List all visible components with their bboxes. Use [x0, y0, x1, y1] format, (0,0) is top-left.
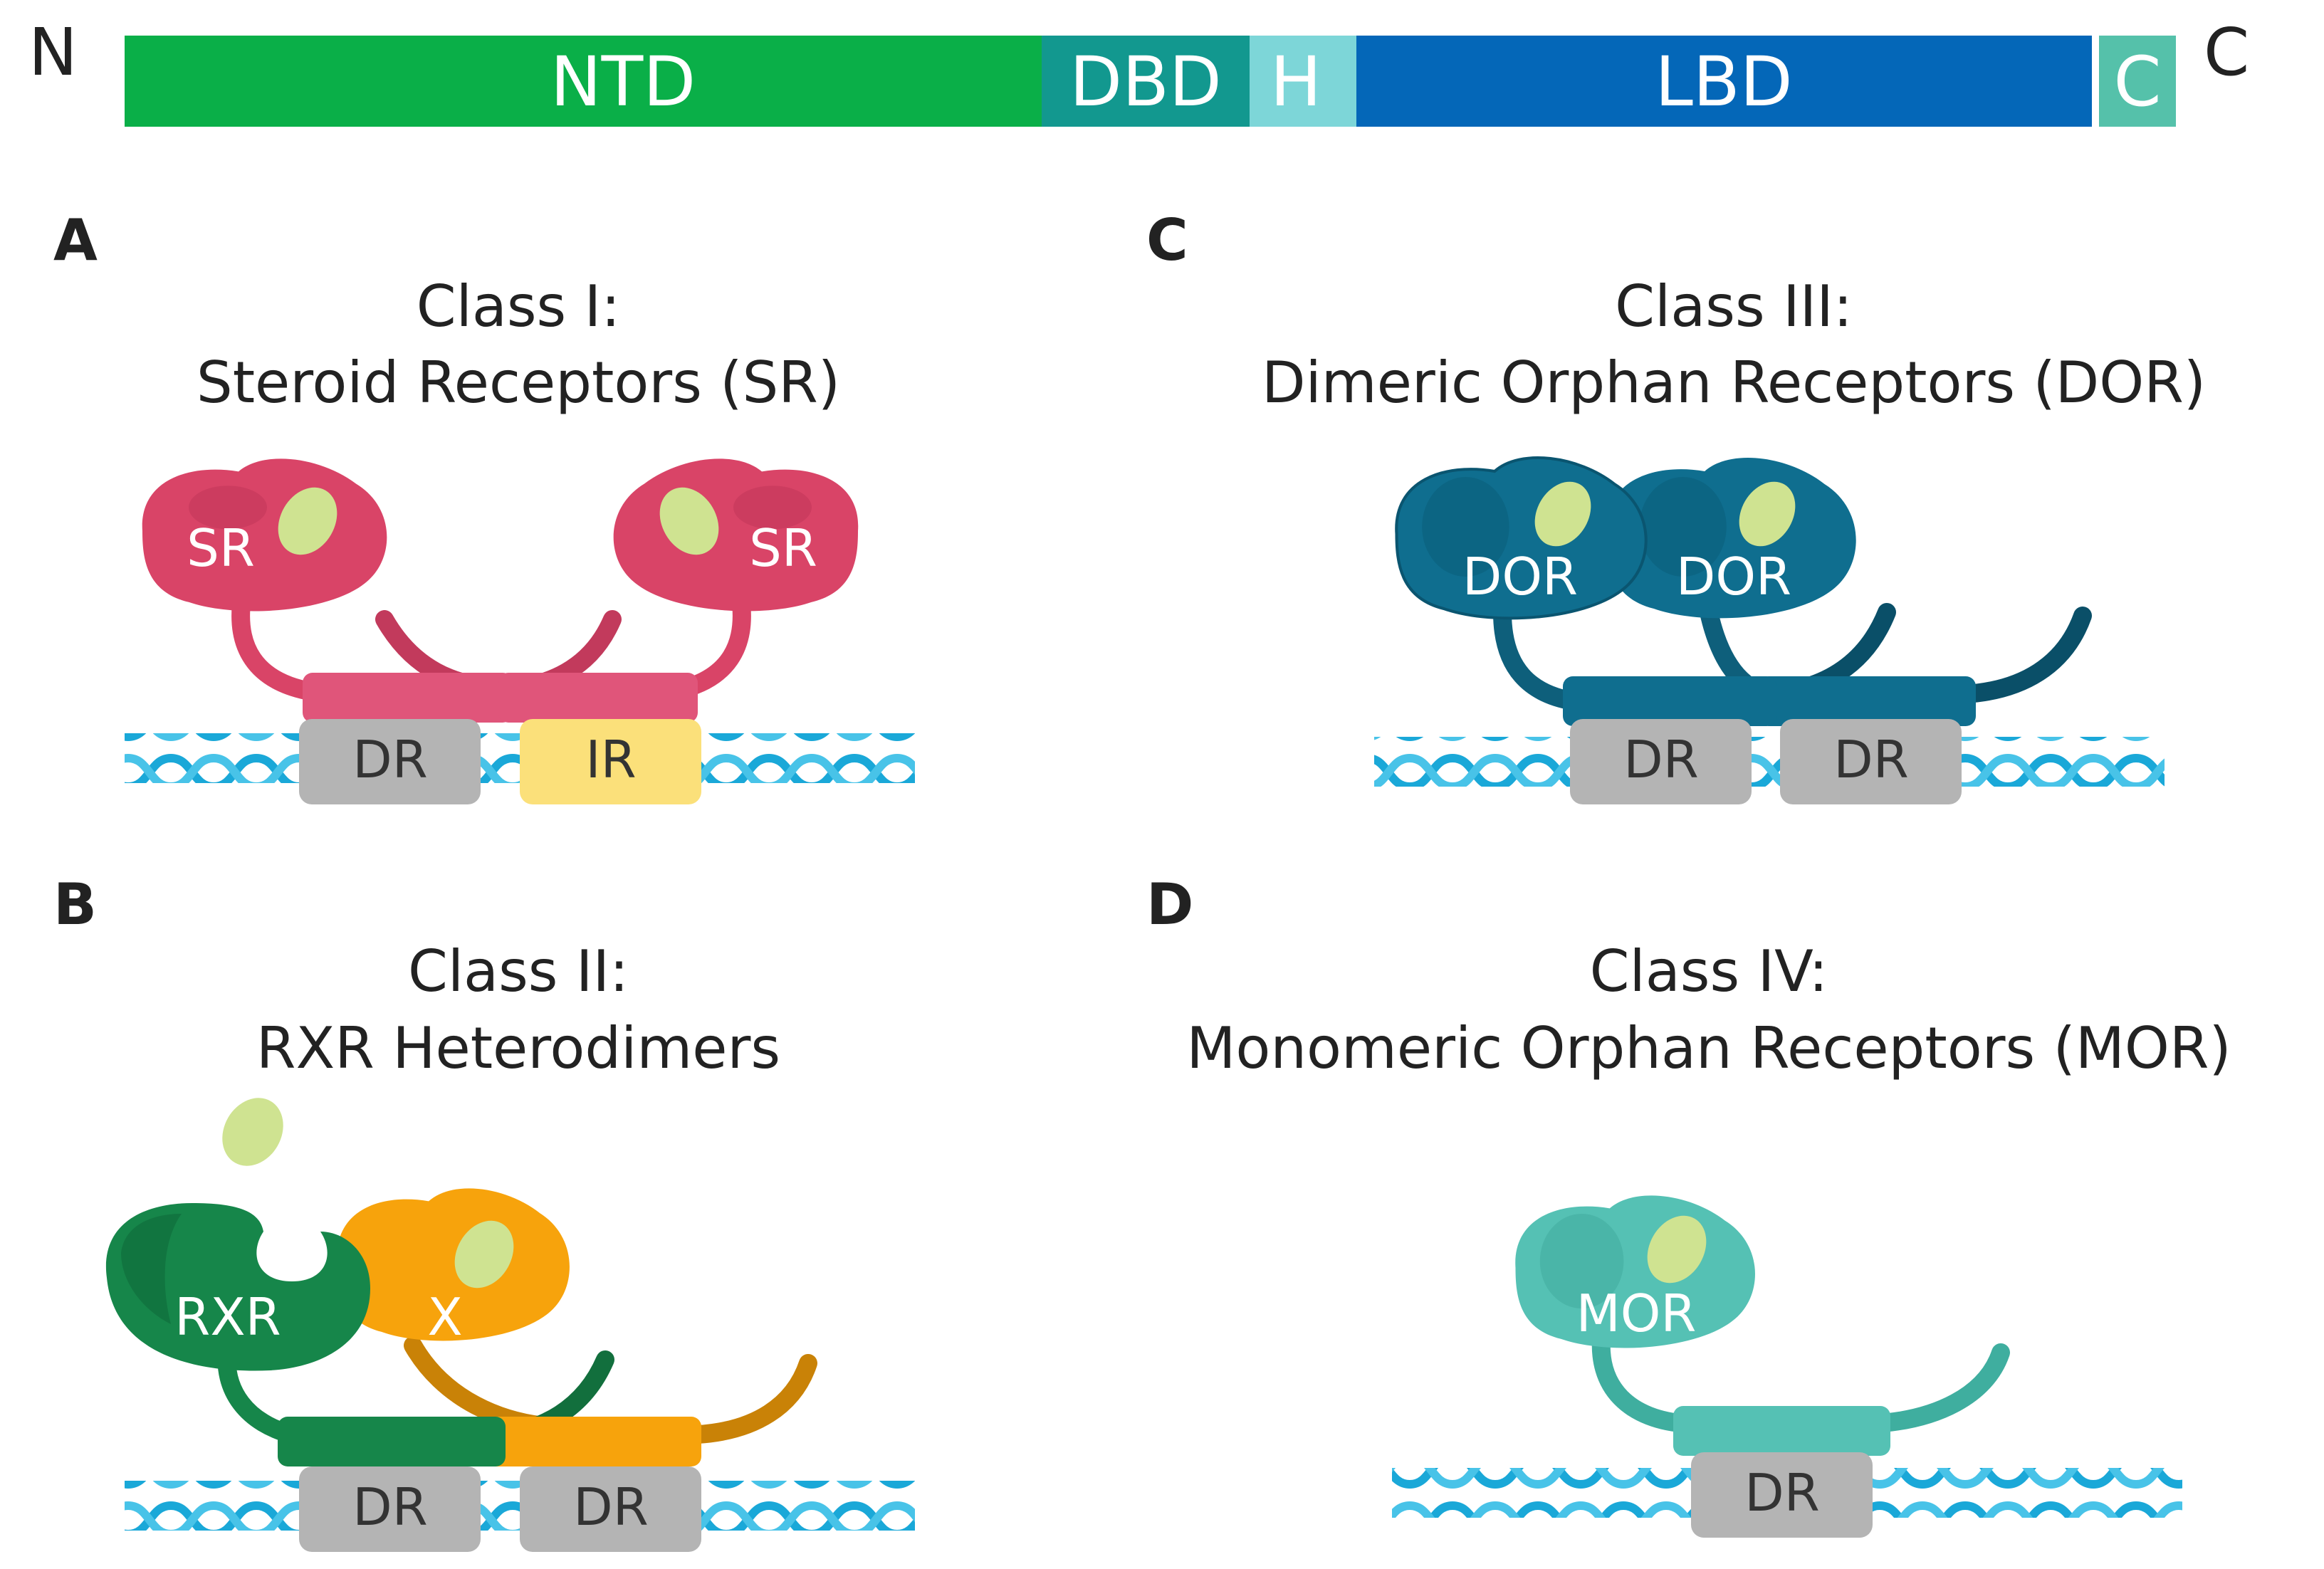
domain-segment-hinge: H — [1250, 36, 1356, 127]
domain-segment-ntd: NTD — [125, 36, 1042, 127]
panel-a-title-line1: Class I: — [417, 273, 620, 340]
panel-d-title-line2: Monomeric Orphan Receptors (MOR) — [1186, 1015, 2231, 1081]
ligand — [1647, 1215, 1707, 1284]
panel-d-letter: D — [1146, 871, 1193, 938]
ligand — [1739, 481, 1796, 547]
panel-b-title-line2: RXR Heterodimers — [256, 1015, 780, 1081]
svg-text:DR: DR — [1744, 1463, 1819, 1523]
svg-text:IR: IR — [585, 730, 636, 789]
domain-bar: N NTD DBD H LBD C C — [28, 14, 2249, 127]
response-element-dr: DR — [1691, 1452, 1873, 1538]
svg-text:LBD: LBD — [1655, 42, 1792, 122]
n-terminus-label: N — [28, 14, 78, 90]
dor-receptor-right — [1606, 457, 1856, 619]
panel-a: A Class I: Steroid Receptors (SR) DR IR — [53, 207, 915, 804]
panel-d-title-line1: Class IV: — [1590, 938, 1828, 1004]
svg-text:DR: DR — [1833, 730, 1908, 789]
response-element-dr: DR — [520, 1466, 701, 1552]
panel-a-letter: A — [53, 207, 98, 273]
sr-label-left: SR — [187, 518, 255, 578]
svg-text:DR: DR — [352, 730, 427, 789]
panel-d: D Class IV: Monomeric Orphan Receptors (… — [1146, 871, 2231, 1538]
panel-c-illustration: DR DR DOR DOR — [1374, 458, 2165, 804]
ligand — [454, 1220, 514, 1289]
domain-segment-dbd: DBD — [1042, 36, 1250, 127]
panel-c-title-line1: Class III: — [1615, 273, 1853, 340]
panel-c-letter: C — [1146, 207, 1188, 273]
sr-label-right: SR — [749, 518, 817, 578]
dor-label-left: DOR — [1462, 547, 1578, 607]
ligand — [1534, 481, 1591, 547]
response-element-dr: DR — [1780, 719, 1962, 804]
c-terminus-label: C — [2204, 14, 2249, 90]
panel-a-title-line2: Steroid Receptors (SR) — [197, 350, 840, 416]
ligand-unbound — [222, 1098, 283, 1166]
panel-b-illustration: DR DR X RXR — [105, 1098, 915, 1552]
dor-receptor-left — [1396, 458, 1645, 618]
svg-text:DR: DR — [352, 1477, 427, 1537]
panel-b-letter: B — [53, 871, 97, 938]
svg-text:H: H — [1270, 42, 1321, 122]
panel-b: B Class II: RXR Heterodimers DR DR — [53, 871, 915, 1552]
svg-text:C: C — [2113, 42, 2161, 122]
panel-b-title-line1: Class II: — [408, 938, 629, 1004]
rxr-receptor-label: RXR — [174, 1287, 281, 1347]
mor-receptor — [1515, 1195, 1755, 1348]
response-element-ir: IR — [520, 719, 701, 804]
x-receptor-label: X — [427, 1287, 462, 1347]
response-element-dr: DR — [1570, 719, 1752, 804]
dna-strand — [1374, 737, 2165, 787]
svg-text:DBD: DBD — [1069, 42, 1222, 122]
svg-text:NTD: NTD — [550, 42, 696, 122]
panel-c: C Class III: Dimeric Orphan Receptors (D… — [1146, 207, 2206, 804]
domain-segment-c: C — [2099, 36, 2176, 127]
domain-segment-lbd: LBD — [1356, 36, 2092, 127]
rxr-receptor — [105, 1203, 370, 1371]
dor-label-right: DOR — [1676, 547, 1791, 607]
svg-text:DR: DR — [573, 1477, 648, 1537]
panel-c-title-line2: Dimeric Orphan Receptors (DOR) — [1262, 350, 2206, 416]
panel-d-illustration: DR MOR — [1392, 1195, 2182, 1538]
sr-receptor-left — [142, 458, 387, 612]
mor-label: MOR — [1576, 1284, 1697, 1343]
ligand — [278, 487, 337, 555]
panel-a-illustration: DR IR SR SR — [125, 458, 915, 804]
response-element-dr: DR — [299, 1466, 481, 1552]
sr-receptor-right — [613, 458, 859, 612]
ligand — [659, 487, 719, 555]
svg-text:DR: DR — [1623, 730, 1698, 789]
response-element-dr: DR — [299, 719, 481, 804]
